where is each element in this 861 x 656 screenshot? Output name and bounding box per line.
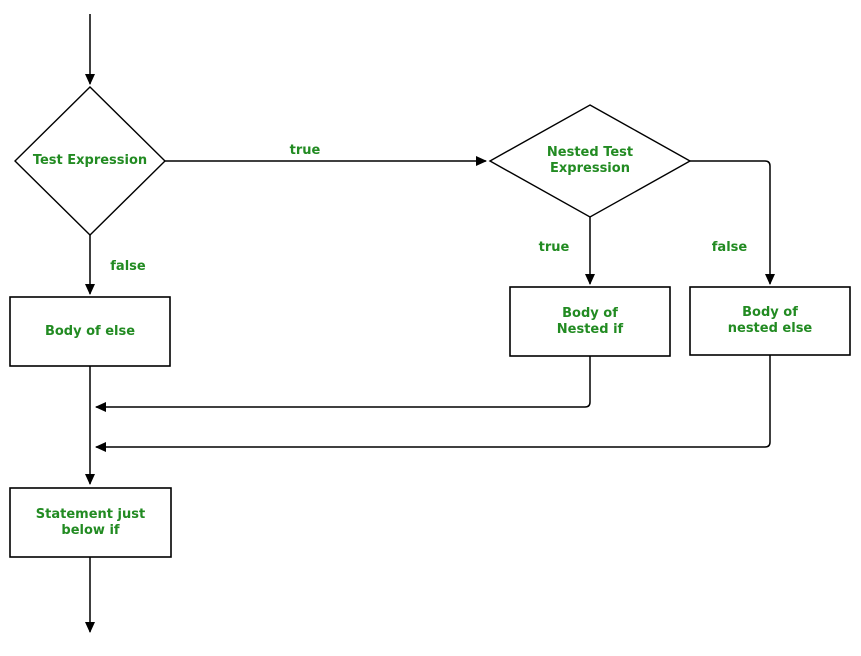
edge-label-nested-false: false bbox=[711, 239, 748, 255]
process-statement-below-if-shape bbox=[9, 487, 172, 558]
process-body-of-nested-if-shape bbox=[509, 286, 671, 357]
decision-nested-test-expression-shape bbox=[488, 104, 692, 218]
process-body-of-else-shape bbox=[9, 296, 171, 367]
decision-test-expression-shape bbox=[14, 86, 166, 236]
edge-merge-from-nested-else bbox=[95, 355, 771, 452]
edge-label-nested-true: true bbox=[538, 239, 570, 255]
edge-merge-from-nested-if bbox=[95, 356, 591, 412]
edge-label-outer-false: false bbox=[110, 258, 146, 274]
edge-label-outer-true: true bbox=[289, 142, 321, 158]
process-body-of-nested-else-shape bbox=[689, 286, 851, 356]
edge-nested-false bbox=[690, 160, 775, 285]
